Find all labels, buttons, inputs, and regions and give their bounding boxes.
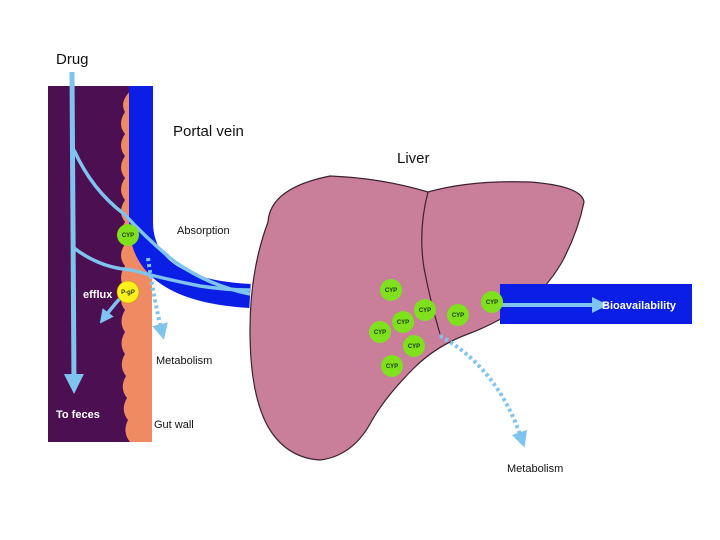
portal-vein	[129, 86, 251, 308]
cyp-enzymes: CYP CYP CYP CYP CYP CYP CYP CYP CYP	[117, 224, 503, 377]
drug-label: Drug	[56, 51, 89, 68]
pgp-transporter: P-gP	[116, 280, 140, 304]
svg-text:P-gP: P-gP	[121, 290, 135, 296]
cyp-enzyme: CYP	[381, 355, 403, 377]
svg-text:CYP: CYP	[385, 288, 397, 294]
cyp-enzyme: CYP	[369, 321, 391, 343]
efflux-label: efflux	[83, 289, 113, 301]
svg-text:CYP: CYP	[452, 313, 464, 319]
svg-text:CYP: CYP	[397, 320, 409, 326]
cyp-enzyme: CYP	[414, 299, 436, 321]
gut-lumen	[48, 86, 130, 442]
svg-text:CYP: CYP	[486, 300, 498, 306]
cyp-enzyme: CYP	[481, 291, 503, 313]
cyp-enzyme: CYP	[392, 311, 414, 333]
svg-text:CYP: CYP	[374, 330, 386, 336]
svg-text:CYP: CYP	[408, 344, 420, 350]
liver-shape	[249, 175, 585, 461]
portal-vein-label: Portal vein	[173, 123, 244, 140]
liver-label: Liver	[397, 150, 430, 167]
bioavailability-label: Bioavailability	[602, 300, 677, 312]
cyp-enzyme: CYP	[117, 224, 139, 246]
svg-text:CYP: CYP	[386, 364, 398, 370]
gut-metabolism-label: Metabolism	[156, 355, 212, 367]
flow-liver-metabolism	[439, 334, 528, 448]
flow-to-feces	[63, 71, 84, 394]
cyp-enzyme: CYP	[447, 304, 469, 326]
flow-gut-metabolism	[146, 257, 168, 340]
liver-metabolism-label: Metabolism	[507, 463, 563, 475]
flow-absorption-upper	[72, 149, 251, 296]
cyp-enzyme: CYP	[403, 335, 425, 357]
to-feces-label: To feces	[56, 409, 100, 421]
cyp-enzyme: CYP	[380, 279, 402, 301]
flow-absorption-lower	[72, 246, 251, 292]
svg-text:CYP: CYP	[419, 308, 431, 314]
gut-wall-label: Gut wall	[154, 419, 194, 431]
absorption-label: Absorption	[177, 225, 230, 237]
svg-text:CYP: CYP	[122, 233, 134, 239]
